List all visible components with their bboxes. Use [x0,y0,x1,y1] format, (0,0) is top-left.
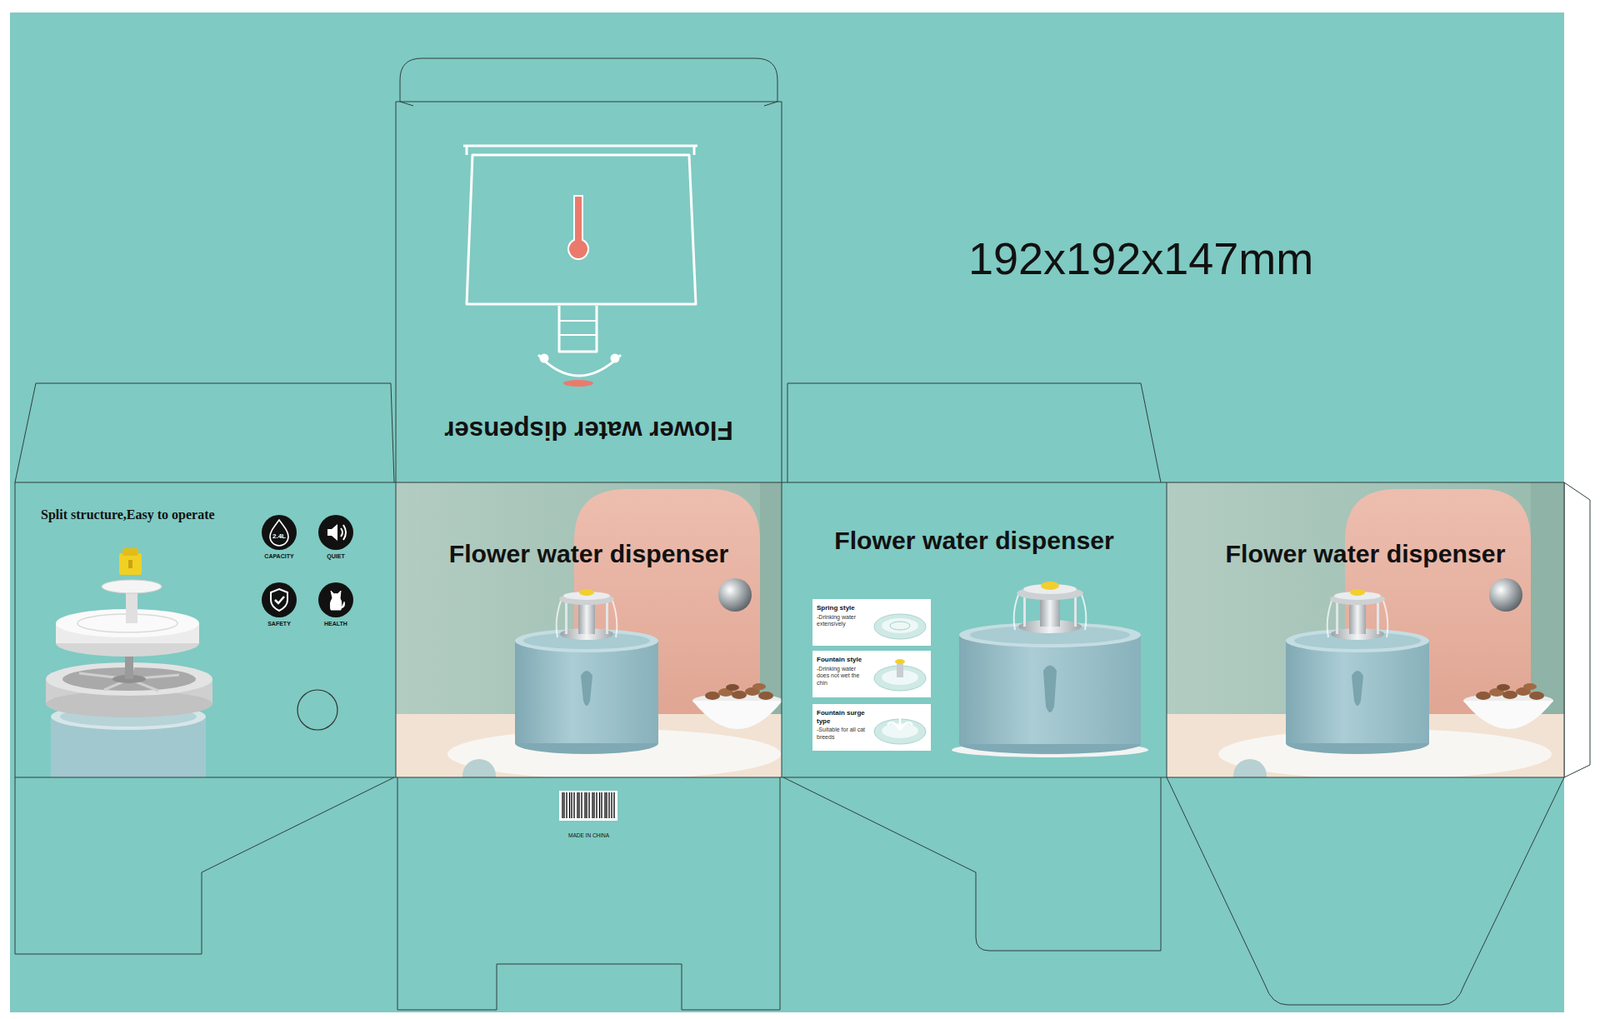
icon-symbol [261,582,297,618]
icon-caption: HEALTH [302,620,370,627]
style-card: Spring style-Drinking water extensively [812,599,931,646]
dieline [395,101,1167,778]
dieline [400,58,778,102]
style-card: Fountain surge type-Suitable for all cat… [812,704,931,751]
speaker-symbol [340,525,346,540]
icon-caption: QUIET [302,553,370,560]
product-title: Flower water dispenser [1166,540,1565,570]
icon-disc [261,582,297,618]
dieline [15,777,395,955]
lid-line-drawing [463,145,698,387]
exploded-product [45,548,213,778]
lid-line-drawing [559,320,597,335]
product-title: Flower water dispenser [395,415,782,445]
lid-line-drawing [611,355,619,362]
icon-disc [318,582,354,618]
exploded-product [101,580,162,594]
feature-photo [1014,595,1087,630]
style-thumbnail [870,601,930,644]
feature-icon: SAFETY [245,582,313,633]
feature-photo [1074,593,1077,627]
glue-flap [1564,482,1590,778]
style-thumbnail [870,706,930,749]
icon-disc [318,515,354,550]
product-photo [395,482,782,778]
lid-line-drawing [563,380,594,387]
barcode [559,790,618,821]
barcode [562,792,615,819]
dieline [787,383,1161,483]
product-title: Flower water dispenser [781,526,1167,556]
thumbnail-tower [895,659,905,665]
dieline [783,777,1161,951]
lid-line-drawing [463,145,698,155]
side-panel: Split structure,Easy to operate2.4LCAPAC… [15,482,396,778]
thumbnail-splash [887,713,913,730]
origin-label: MADE IN CHINA [568,832,610,839]
speaker-symbol [327,524,338,541]
feature-icon: HEALTH [302,582,370,633]
dieline [15,482,1565,955]
back-panel: Flower water dispenser [1166,482,1565,778]
thumbnail-ripple [890,621,910,630]
icon-caption: SAFETY [245,620,313,627]
product-title: Flower water dispenser [395,540,782,570]
product-photo [1166,482,1565,778]
feature-photo [1023,593,1026,627]
barcode [559,790,618,821]
feature-photo [1040,581,1060,590]
style-thumbnail [870,653,930,695]
thumbnail-dish [874,614,926,640]
icon-disc: 2.4L [261,515,297,550]
thumbnail-dish [881,618,919,634]
icon-symbol [318,582,354,618]
capacity-value: 2.4L [261,515,297,540]
exploded-product [128,560,133,569]
shield-symbol [270,589,288,611]
feature-icon: QUIET [302,515,370,565]
lid-line-drawing [540,355,548,362]
style-card: Fountain style-Drinking water does not w… [812,650,931,698]
shield-symbol [275,596,285,604]
dieline [397,777,780,1010]
feature-icon: 2.4L CAPACITY [245,515,313,565]
cat-symbol [330,590,345,610]
dimension-label: 192x192x147mm [968,232,1314,285]
icon-caption: CAPACITY [245,553,313,560]
dieline [1166,777,1565,1005]
style-note: -Drinking water extensively [816,614,870,630]
exploded-product [125,655,134,680]
exploded-product [122,548,139,556]
style-note: -Suitable for all cat breeds [816,726,870,742]
style-heading: Fountain style [816,655,870,665]
style-heading: Fountain surge type [816,709,870,725]
exploded-product [119,553,142,575]
hang-hole [297,690,338,730]
lid-line-drawing [538,355,621,376]
dieline [15,482,1565,778]
lid-line-drawing [568,195,589,260]
style-heading: Spring style [816,604,870,613]
feature-photo [959,635,1141,745]
icon-symbol [318,515,354,550]
dieline [15,58,1565,1010]
top-lid-panel: Flower water dispenser [395,101,782,483]
feature-photo [1043,665,1057,714]
lid-line-drawing [559,305,597,352]
feature-heading: Split structure,Easy to operate [40,507,422,523]
feature-panel: Flower water dispenserSpring style-Drink… [781,482,1167,778]
front-panel: Flower water dispenser [395,482,782,778]
lid-line-drawing [466,155,696,305]
feature-photo [951,581,1149,758]
dieline [400,101,778,106]
product-photo [1166,482,1565,778]
dieline [395,101,782,103]
product-photo [395,482,782,778]
dieline [15,383,395,483]
style-note: -Drinking water does not wet the chin [816,665,870,688]
